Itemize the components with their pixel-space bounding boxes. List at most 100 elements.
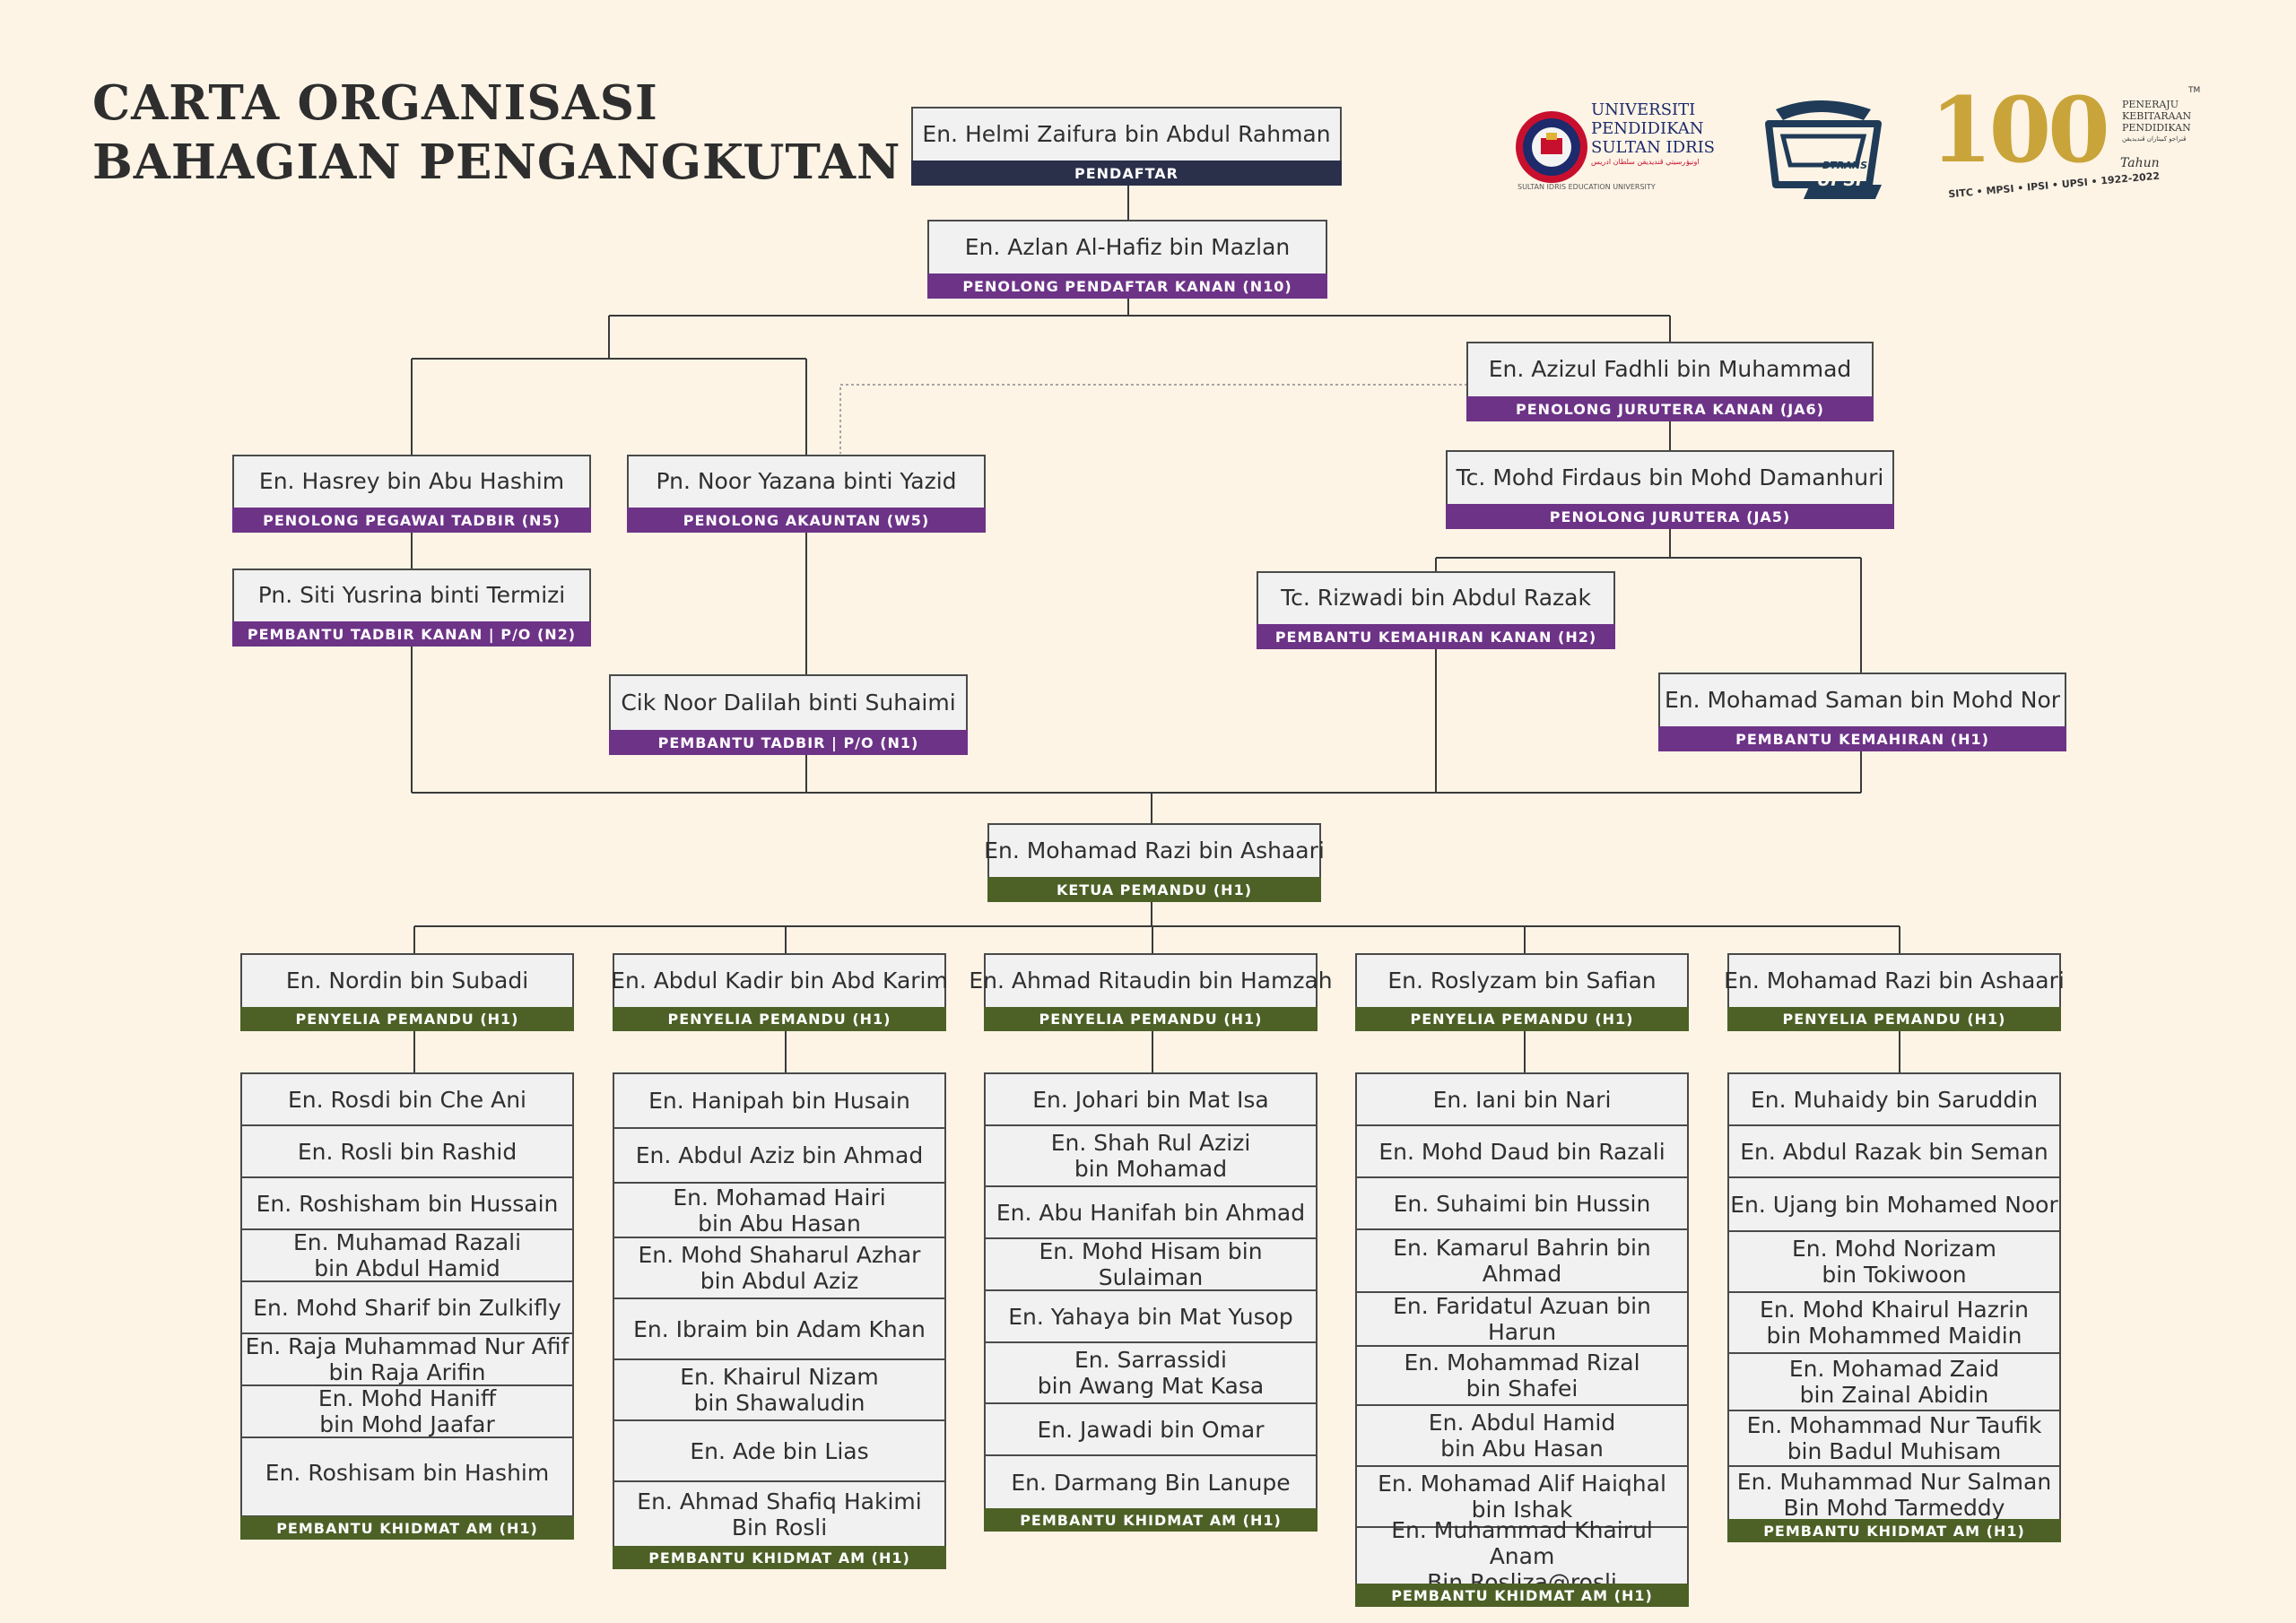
list-item: En. Abdul Aziz bin Ahmad	[613, 1127, 946, 1184]
upsi-crest-icon	[1516, 111, 1587, 183]
upsi-logo-line-1: UNIVERSITI	[1591, 100, 1696, 119]
node-name: En. Hasrey bin Abu Hashim	[258, 468, 565, 494]
node-role: PENYELIA PEMANDU (H1)	[240, 1007, 574, 1031]
list-item: En. Raja Muhammad Nur Afif bin Raja Arif…	[240, 1332, 574, 1386]
list-item: En. Mohamad Zaid bin Zainal Abidin	[1727, 1352, 2061, 1411]
list-item: En. Mohd Haniff bin Mohd Jaafar	[240, 1384, 574, 1438]
btrans-logo-text-1: BTRANS	[1822, 160, 1867, 171]
list-item: En. Muhammad Nur Salman Bin Mohd Tarmedd…	[1727, 1465, 2061, 1524]
list-item: En. Abdul Hamid bin Abu Hasan	[1355, 1404, 1689, 1467]
list-item: En. Darmang Bin Lanupe	[984, 1454, 1318, 1510]
chart-title-line-1: CARTA ORGANISASI	[92, 75, 658, 131]
list-item: En. Abdul Razak bin Seman	[1727, 1124, 2061, 1178]
centenary-logo: 100 TM PENERAJU KEBITARAAN PENDIDIKAN ڤن…	[1930, 81, 2201, 203]
centenary-logo-trademark: TM	[2188, 86, 2201, 95]
chart-title: CARTA ORGANISASI BAHAGIAN PENGANGKUTAN	[92, 74, 900, 192]
list-item: En. Rosdi bin Che Ani	[240, 1072, 574, 1126]
list-item: En. Mohd Hisam bin Sulaiman	[984, 1237, 1318, 1291]
list-item: En. Mohd Khairul Hazrin bin Mohammed Mai…	[1727, 1291, 2061, 1354]
centenary-logo-side-3: PENDIDIKAN	[2122, 122, 2191, 134]
node-role: PENOLONG PEGAWAI TADBIR (N5)	[232, 508, 591, 533]
list-item: En. Faridatul Azuan bin Harun	[1355, 1291, 1689, 1347]
list-item: En. Abu Hanifah bin Ahmad	[984, 1185, 1318, 1239]
node-name: En. Abdul Kadir bin Abd Karim	[611, 967, 948, 994]
upsi-logo-jawi: اونيۏرسيتي ڤنديديقن سلطان ادريس	[1591, 158, 1700, 166]
node-penolong-pendaftar-kanan: En. Azlan Al-Hafiz bin Mazlan PENOLONG P…	[927, 220, 1327, 299]
node-penyelia-pemandu: En. Abdul Kadir bin Abd Karim PENYELIA P…	[611, 953, 948, 1031]
list-item: En. Mohd Sharif bin Zulkifly	[240, 1280, 574, 1334]
node-penyelia-pemandu: En. Nordin bin Subadi PENYELIA PEMANDU (…	[240, 953, 574, 1031]
node-role: PENYELIA PEMANDU (H1)	[613, 1007, 946, 1031]
node-ketua-pemandu: En. Mohamad Razi bin Ashaari KETUA PEMAN…	[984, 823, 1325, 902]
node-pembantu-kemahiran: En. Mohamad Saman bin Mohd Nor PEMBANTU …	[1658, 673, 2066, 751]
node-role: PENOLONG JURUTERA (JA5)	[1446, 504, 1894, 529]
node-role: PEMBANTU KEMAHIRAN KANAN (H2)	[1257, 624, 1615, 649]
node-penolong-jurutera: Tc. Mohd Firdaus bin Mohd Damanhuri PENO…	[1446, 450, 1894, 529]
node-penyelia-pemandu: En. Ahmad Ritaudin bin Hamzah PENYELIA P…	[969, 953, 1333, 1031]
node-penolong-akauntan: Pn. Noor Yazana binti Yazid PENOLONG AKA…	[627, 455, 986, 533]
centenary-logo-number: 100	[1930, 77, 2110, 183]
list-item: En. Mohammad Nur Taufik bin Badul Muhisa…	[1727, 1410, 2061, 1467]
node-name: En. Roslyzam bin Safian	[1387, 967, 1657, 994]
upsi-logo-tagline: SULTAN IDRIS EDUCATION UNIVERSITY	[1518, 183, 1656, 191]
list-item: En. Muhaidy bin Saruddin	[1727, 1072, 2061, 1126]
node-penolong-pegawai-tadbir: En. Hasrey bin Abu Hashim PENOLONG PEGAW…	[232, 455, 591, 533]
node-name: En. Mohamad Razi bin Ashaari	[1724, 967, 2065, 994]
upsi-logo-line-3: SULTAN IDRIS	[1591, 138, 1716, 157]
list-item: En. Jawadi bin Omar	[984, 1402, 1318, 1456]
list-item: En. Hanipah bin Husain	[613, 1072, 946, 1129]
node-name: En. Mohamad Razi bin Ashaari	[984, 837, 1325, 864]
node-role: PEMBANTU KEMAHIRAN (H1)	[1658, 726, 2066, 751]
node-name: En. Helmi Zaifura bin Abdul Rahman	[922, 120, 1331, 147]
node-role: PENYELIA PEMANDU (H1)	[1355, 1007, 1689, 1031]
list-item: En. Mohd Norizam bin Tokiwoon	[1727, 1230, 2061, 1293]
node-name: Pn. Noor Yazana binti Yazid	[656, 468, 957, 494]
centenary-logo-jawi: ڤنراجو كبيتاران ڤنديديقن	[2122, 135, 2187, 143]
list-item: En. Mohammad Rizal bin Shafei	[1355, 1345, 1689, 1406]
node-name: Tc. Rizwadi bin Abdul Razak	[1281, 585, 1591, 611]
list-item: En. Roshisham bin Hussain	[240, 1176, 574, 1230]
centenary-logo-script: Tahun	[2120, 156, 2160, 170]
node-penolong-jurutera-kanan: En. Azizul Fadhli bin Muhammad PENOLONG …	[1466, 342, 1874, 421]
list-item: En. Mohamad Hairi bin Abu Hasan	[613, 1182, 946, 1238]
node-pembantu-tadbir-kanan: Pn. Siti Yusrina binti Termizi PEMBANTU …	[232, 568, 591, 647]
list-item: En. Yahaya bin Mat Yusop	[984, 1289, 1318, 1343]
list-item: En. Ujang bin Mohamed Noor	[1727, 1176, 2061, 1232]
upsi-logo-line-2: PENDIDIKAN	[1591, 119, 1704, 138]
node-penyelia-pemandu: En. Roslyzam bin Safian PENYELIA PEMANDU…	[1355, 953, 1689, 1031]
node-role: PEMBANTU TADBIR KANAN | P/O (N2)	[232, 621, 591, 647]
node-name: Tc. Mohd Firdaus bin Mohd Damanhuri	[1456, 464, 1884, 490]
upsi-logo: UNIVERSITI PENDIDIKAN SULTAN IDRIS اونيۏ…	[1514, 97, 1716, 195]
bus-icon	[1765, 100, 1882, 201]
node-role: PENOLONG PENDAFTAR KANAN (N10)	[927, 273, 1327, 299]
node-name: En. Azlan Al-Hafiz bin Mazlan	[964, 233, 1291, 260]
team-footer: PEMBANTU KHIDMAT AM (H1)	[1355, 1584, 1689, 1607]
list-item: En. Iani bin Nari	[1355, 1072, 1689, 1126]
list-item: En. Mohamad Alif Haiqhal bin Ishak	[1355, 1465, 1689, 1528]
list-item: En. Roshisam bin Hashim	[240, 1436, 574, 1517]
list-item: En. Muhamad Razali bin Abdul Hamid	[240, 1228, 574, 1282]
list-item: En. Sarrassidi bin Awang Mat Kasa	[984, 1341, 1318, 1404]
node-pendaftar: En. Helmi Zaifura bin Abdul Rahman PENDA…	[911, 107, 1342, 186]
node-pembantu-tadbir: Cik Noor Dalilah binti Suhaimi PEMBANTU …	[609, 674, 968, 755]
list-item: En. Ade bin Lias	[613, 1419, 946, 1482]
team-footer: PEMBANTU KHIDMAT AM (H1)	[240, 1516, 574, 1540]
node-name: En. Azizul Fadhli bin Muhammad	[1488, 356, 1852, 382]
node-role: KETUA PEMANDU (H1)	[987, 877, 1321, 902]
team-footer: PEMBANTU KHIDMAT AM (H1)	[984, 1508, 1318, 1532]
node-role: PENOLONG AKAUNTAN (W5)	[627, 508, 986, 533]
chart-title-line-2: BAHAGIAN PENGANGKUTAN	[92, 135, 901, 190]
list-item: En. Ahmad Shafiq Hakimi Bin Rosli	[613, 1480, 946, 1548]
list-item: En. Mohd Daud bin Razali	[1355, 1124, 1689, 1178]
list-item: En. Kamarul Bahrin bin Ahmad	[1355, 1228, 1689, 1293]
list-item: En. Ibraim bin Adam Khan	[613, 1298, 946, 1360]
node-name: En. Mohamad Saman bin Mohd Nor	[1664, 686, 2061, 713]
node-role: PEMBANTU TADBIR | P/O (N1)	[609, 730, 968, 755]
list-item: En. Johari bin Mat Isa	[984, 1072, 1318, 1126]
list-item: En. Mohd Shaharul Azhar bin Abdul Aziz	[613, 1237, 946, 1299]
centenary-logo-side-1: PENERAJU	[2122, 99, 2179, 110]
btrans-logo-text-2: UPSI	[1817, 170, 1863, 190]
team-footer: PEMBANTU KHIDMAT AM (H1)	[613, 1546, 946, 1569]
node-name: Pn. Siti Yusrina binti Termizi	[257, 582, 566, 608]
